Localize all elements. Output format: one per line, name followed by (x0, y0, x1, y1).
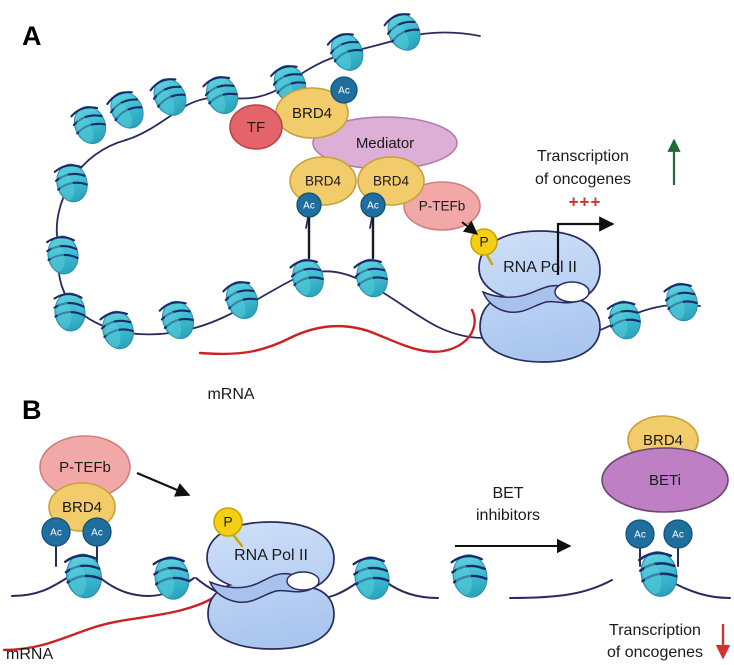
panel-b-mrna-label: mRNA (6, 646, 53, 663)
nucleosome (156, 295, 200, 345)
panel-a-phosphate-badge: P (470, 228, 498, 266)
panel-b-bet-inhibitors-line2: inhibitors (476, 507, 540, 524)
nucleosome (97, 306, 139, 354)
protein-p-tefb-a-label: P-TEFb (419, 199, 466, 214)
panel-a-phosphorylation-arrow (461, 220, 479, 235)
protein-brd4-b-left-label: BRD4 (62, 499, 102, 516)
panel-b-left-complex: P-TEFb BRD4 Ac Ac (39, 435, 131, 547)
panel-a-ac-badges: Ac Ac Ac (296, 76, 386, 218)
panel-a: A (22, 7, 703, 403)
nucleosome (324, 27, 370, 77)
nucleosome (146, 72, 194, 122)
nucleosome (103, 84, 151, 136)
nucleosome (67, 100, 113, 150)
panel-b-phosphate-label: P (223, 514, 232, 530)
panel-a-mrna-strand (198, 308, 476, 356)
ac-badge-top[interactable]: Ac (330, 76, 358, 104)
ac-badge-right[interactable]: Ac (360, 192, 386, 218)
nucleosome (350, 552, 394, 604)
protein-p-tefb-b-label: P-TEFb (59, 459, 111, 476)
ac-badge-b-right-2[interactable]: Ac (663, 519, 693, 549)
panel-b: B mRNA (2, 395, 731, 663)
nucleosome (604, 296, 646, 344)
panel-b-transcription-line1: Transcription (609, 622, 701, 639)
ac-badge-b-right-1[interactable]: Ac (625, 519, 655, 549)
panel-a-rna-pol-ii-label: RNA Pol II (503, 259, 577, 276)
panel-b-recruit-arrow (136, 472, 191, 497)
ac-badge-left-label: Ac (303, 201, 315, 212)
panel-b-letter: B (22, 395, 42, 425)
panel-b-mrna-strand (2, 586, 226, 652)
panel-a-transcription-line2: of oncogenes (535, 171, 631, 188)
panel-a-proteins: Mediator BRD4 TF P-TEFb BRD4 BRD4 (229, 87, 481, 231)
panel-a-plus-marks: +++ (569, 192, 602, 211)
protein-p-tefb-b[interactable]: P-TEFb (39, 435, 131, 499)
ac-badge-b-right-1-label: Ac (634, 530, 646, 541)
protein-p-tefb-a[interactable]: P-TEFb (403, 181, 481, 231)
panel-a-rna-pol-ii: RNA Pol II (478, 230, 601, 363)
nucleosome (287, 254, 329, 302)
protein-tf-label: TF (247, 119, 265, 136)
nucleosome (380, 7, 428, 57)
panel-a-phosphate-label: P (479, 234, 488, 250)
protein-beti-label: BETi (649, 472, 681, 489)
panel-b-right-complex: BRD4 BETi Ac Ac (601, 415, 729, 549)
ac-badge-right-label: Ac (367, 201, 379, 212)
nucleosome (51, 159, 93, 207)
nucleosome (448, 550, 492, 602)
panel-a-letter: A (22, 21, 42, 51)
panel-b-rna-pol-ii-label: RNA Pol II (234, 547, 308, 564)
panel-a-transcription-start-arrow (556, 216, 615, 275)
ac-badge-b-left-2[interactable]: Ac (82, 517, 112, 547)
nucleosome (661, 278, 703, 326)
protein-brd4-b-right-label: BRD4 (643, 432, 683, 449)
panel-b-rna-pol-ii: RNA Pol II (206, 521, 335, 650)
ac-badge-left[interactable]: Ac (296, 192, 322, 218)
panel-a-transcription-line1: Transcription (537, 148, 629, 165)
panel-b-phosphate-badge: P (213, 507, 244, 548)
panel-b-transcription-line2: of oncogenes (607, 644, 703, 661)
ac-badge-b-left-1[interactable]: Ac (41, 517, 71, 547)
nucleosome (52, 290, 88, 334)
protein-tf[interactable]: TF (229, 104, 283, 150)
ac-badge-top-label: Ac (338, 86, 350, 97)
panel-b-nucleosomes (62, 547, 683, 604)
protein-beti[interactable]: BETi (601, 447, 729, 513)
nucleosome (635, 547, 683, 601)
ac-badge-b-left-2-label: Ac (91, 528, 103, 539)
protein-brd4-right-label: BRD4 (373, 174, 410, 189)
ac-badge-b-left-1-label: Ac (50, 528, 62, 539)
protein-brd4-left-label: BRD4 (305, 174, 342, 189)
nucleosome (44, 233, 82, 277)
protein-mediator-label: Mediator (356, 135, 414, 152)
nucleosome (62, 550, 106, 602)
panel-b-bet-inhibitors-line1: BET (492, 485, 523, 502)
protein-brd4-top-label: BRD4 (292, 105, 332, 122)
protein-brd4-top[interactable]: BRD4 (275, 87, 349, 139)
panel-a-mrna-label: mRNA (207, 386, 254, 403)
ac-badge-b-right-2-label: Ac (672, 530, 684, 541)
